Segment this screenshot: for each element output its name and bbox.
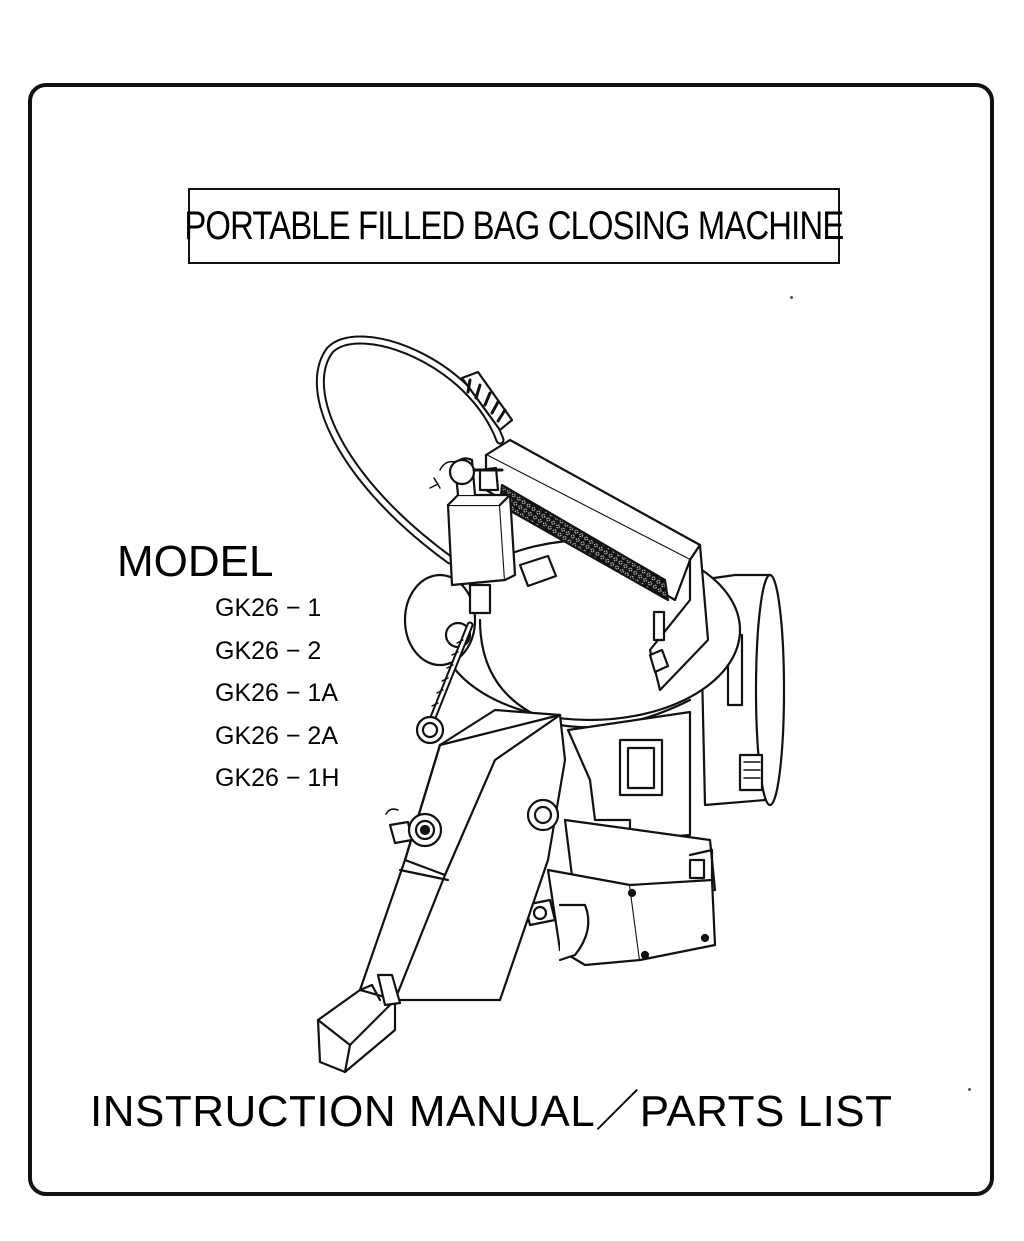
model-item: GK26 − 1 [215,594,322,622]
scan-speck [790,296,793,299]
model-heading: MODEL [117,537,274,586]
model-item: GK26 − 2A [215,721,338,750]
model-item: GK26 − 2 [215,636,322,665]
main-body [563,710,717,902]
model-list: GK26 − 1 GK26 − 2 GK26 − 1A GK26 − 2A GK… [215,590,339,803]
manual-title: INSTRUCTION MANUAL／PARTS LIST [90,1087,893,1136]
thread-guide-rod [415,621,474,745]
presser-foot [316,973,402,1074]
title-box: PORTABLE FILLED BAG CLOSING MACHINE [184,188,844,264]
model-item: GK26 − 1A [215,679,338,707]
model-item: GK26 − 1H [215,764,340,792]
oil-cup [429,457,558,615]
page-border [28,83,994,1196]
thread-tension-knob [385,808,443,848]
front-arm [358,708,567,1002]
scan-speck [968,1088,971,1091]
cable-strain-relief [460,370,514,432]
looper-housing [523,868,717,967]
page-title: PORTABLE FILLED BAG CLOSING MACHINE [184,203,844,248]
